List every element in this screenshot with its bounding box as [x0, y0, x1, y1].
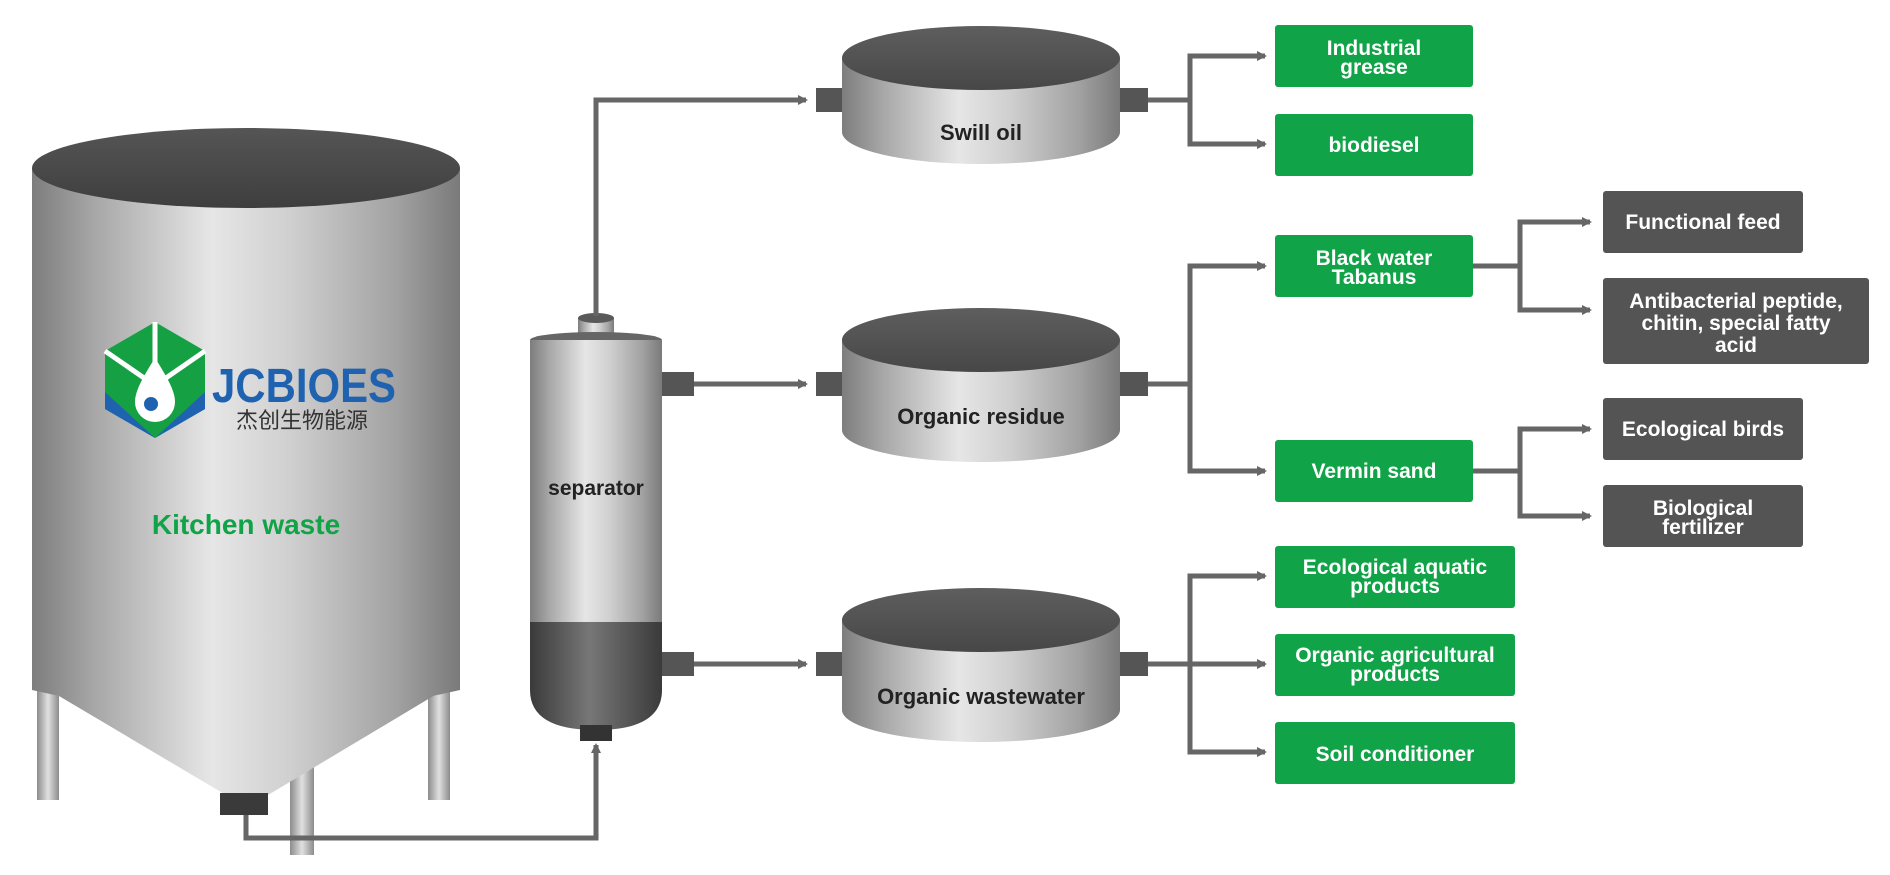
- box-industrial-grease-line2: grease: [1340, 56, 1408, 79]
- separator-unit: [530, 313, 694, 741]
- box-ecological-birds-label: Ecological birds: [1622, 418, 1784, 441]
- separator-top-pipe-rim: [578, 313, 614, 323]
- flow-separator-to-oil: [593, 95, 808, 316]
- separator-body: [530, 340, 662, 625]
- tank-label: Kitchen waste: [152, 509, 340, 540]
- vessel-wastewater-label: Organic wastewater: [877, 684, 1085, 709]
- box-agricultural-line2: products: [1350, 663, 1440, 686]
- vessel-residue-outlet: [1120, 372, 1148, 396]
- vessel-wastewater-inlet: [816, 652, 842, 676]
- logo-brand-text: JCBIOES: [212, 360, 396, 413]
- vessel-organic-residue: Organic residue: [816, 308, 1148, 462]
- logo-hexagon-icon: [103, 322, 207, 438]
- tank-body: [32, 168, 460, 715]
- box-functional-feed: Functional feed: [1603, 191, 1803, 253]
- box-aquatic-line2: products: [1350, 575, 1440, 598]
- box-organic-agricultural: Organic agricultural products: [1275, 634, 1515, 696]
- vessel-wastewater-outlet: [1120, 652, 1148, 676]
- box-antibacterial-line3: acid: [1715, 334, 1757, 357]
- flow-oil-to-grease: [1187, 51, 1267, 100]
- flow-oil-to-biodiesel: [1187, 100, 1267, 149]
- box-vermin-sand: Vermin sand: [1275, 440, 1473, 502]
- box-antibacterial: Antibacterial peptide, chitin, special f…: [1603, 278, 1869, 364]
- box-tabanus-line2: Tabanus: [1332, 266, 1417, 289]
- box-aquatic-line1: Ecological aquatic: [1303, 556, 1488, 579]
- vessel-oil-top: [842, 26, 1120, 90]
- jcbioes-logo: JCBIOES 杰创生物能源: [103, 322, 396, 438]
- tank-leg-right: [428, 680, 450, 800]
- box-industrial-grease-line1: Industrial: [1327, 37, 1422, 60]
- box-soil-conditioner-label: Soil conditioner: [1316, 743, 1475, 766]
- box-industrial-grease: Industrial grease: [1275, 25, 1473, 87]
- box-ecological-aquatic: Ecological aquatic products: [1275, 546, 1515, 608]
- box-soil-conditioner: Soil conditioner: [1275, 722, 1515, 784]
- box-functional-feed-label: Functional feed: [1625, 211, 1780, 234]
- separator-nozzle-mid: [662, 372, 694, 396]
- vessel-oil-label: Swill oil: [940, 120, 1022, 145]
- kitchen-waste-tank: [32, 128, 460, 855]
- flow-tank-to-separator: [243, 743, 601, 841]
- vessel-residue-top: [842, 308, 1120, 372]
- vessel-residue-label: Organic residue: [897, 404, 1065, 429]
- tank-leg-left: [37, 680, 59, 800]
- flow-wastewater-to-soil: [1187, 664, 1267, 757]
- separator-label: separator: [548, 477, 644, 500]
- box-fertilizer-line1: Biological: [1653, 497, 1753, 520]
- flow-vermin-to-fertilizer: [1517, 471, 1592, 521]
- box-antibacterial-line1: Antibacterial peptide,: [1629, 290, 1843, 313]
- flow-tabanus-to-feed: [1517, 217, 1592, 266]
- separator-nozzle-low: [662, 652, 694, 676]
- vessel-swill-oil: Swill oil: [816, 26, 1148, 164]
- flow-lines: [243, 51, 1592, 841]
- box-black-water-tabanus: Black water Tabanus: [1275, 235, 1473, 297]
- tank-lid: [32, 128, 460, 208]
- vessel-wastewater-top: [842, 588, 1120, 652]
- tank-outlet: [220, 793, 268, 815]
- separator-bottom-outlet: [580, 725, 612, 741]
- vessel-oil-outlet: [1120, 88, 1148, 112]
- box-tabanus-line1: Black water: [1316, 247, 1433, 270]
- box-ecological-birds: Ecological birds: [1603, 398, 1803, 460]
- logo-chinese-text: 杰创生物能源: [236, 409, 368, 434]
- box-biodiesel: biodiesel: [1275, 114, 1473, 176]
- flow-residue-to-vermin: [1187, 384, 1267, 476]
- separator-bottom: [530, 622, 662, 730]
- vessel-organic-wastewater: Organic wastewater: [816, 588, 1148, 742]
- box-fertilizer-line2: fertilizer: [1662, 516, 1744, 539]
- vessel-residue-inlet: [816, 372, 842, 396]
- vessel-residue-body: [842, 340, 1120, 462]
- flow-wastewater-to-aquatic: [1187, 571, 1267, 664]
- box-biological-fertilizer: Biological fertilizer: [1603, 485, 1803, 547]
- box-agricultural-line1: Organic agricultural: [1295, 644, 1495, 667]
- box-antibacterial-line2: chitin, special fatty: [1641, 312, 1830, 335]
- box-biodiesel-label: biodiesel: [1328, 134, 1419, 157]
- vessel-wastewater-body: [842, 620, 1120, 742]
- flow-tabanus-to-antibacterial: [1517, 266, 1592, 315]
- flow-residue-to-tabanus: [1187, 261, 1267, 384]
- flow-vermin-to-birds: [1517, 424, 1592, 471]
- box-vermin-sand-label: Vermin sand: [1312, 460, 1437, 483]
- vessel-oil-inlet: [816, 88, 842, 112]
